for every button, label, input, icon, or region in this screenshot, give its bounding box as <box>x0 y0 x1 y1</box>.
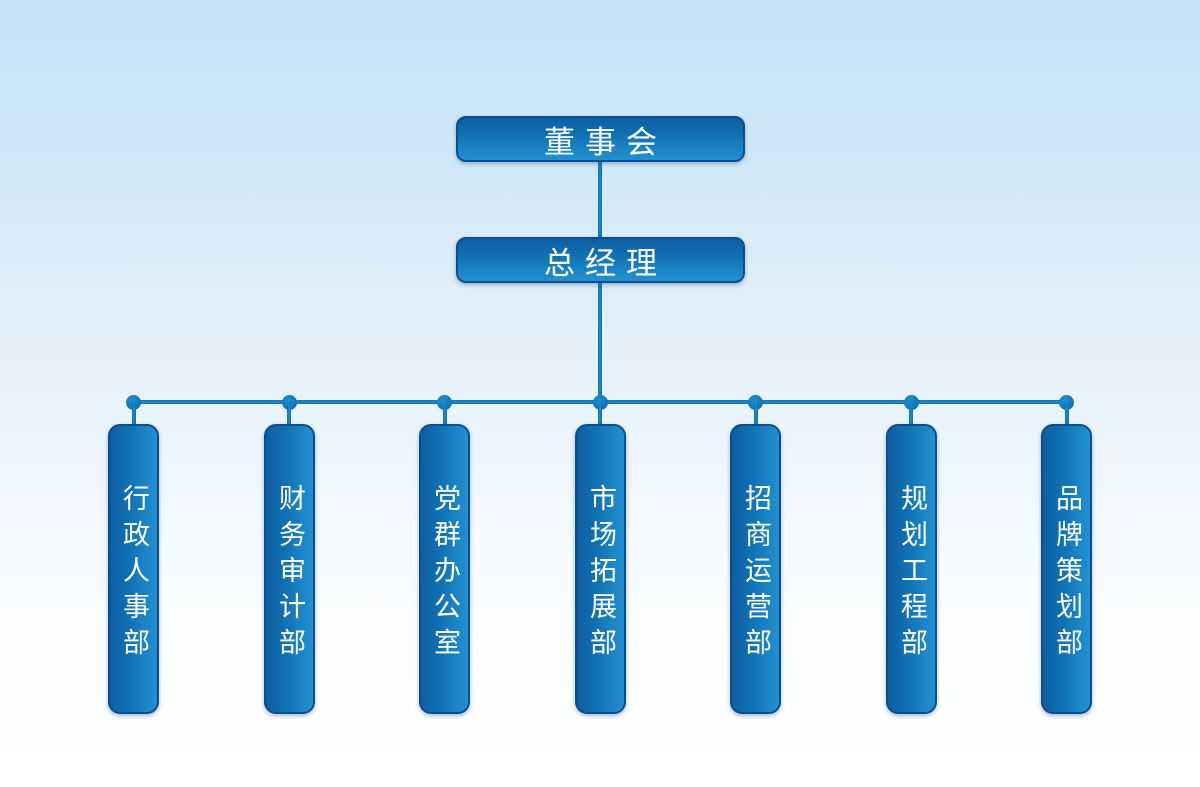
dept-node-investment-operations: 招商运营部 <box>730 424 781 714</box>
org-node-board-label: 董事会 <box>544 124 667 160</box>
org-node-board: 董事会 <box>456 116 745 162</box>
dept-node-planning-engineering: 规划工程部 <box>886 424 937 714</box>
dept-node-admin-hr-label: 行政人事部 <box>119 483 149 664</box>
connector-stub <box>287 402 291 425</box>
connector-stub <box>754 402 758 425</box>
org-node-general-manager: 总经理 <box>456 237 745 283</box>
connector-stub <box>598 402 602 425</box>
dept-node-investment-operations-label: 招商运营部 <box>741 483 771 664</box>
dept-node-finance-audit: 财务审计部 <box>264 424 315 714</box>
dept-node-market-expansion-label: 市场拓展部 <box>586 483 616 664</box>
dept-node-party-office-label: 党群办公室 <box>430 483 460 664</box>
connector-stub <box>909 402 913 425</box>
dept-node-party-office: 党群办公室 <box>419 424 470 714</box>
dept-node-planning-engineering-label: 规划工程部 <box>897 483 927 664</box>
dept-node-market-expansion: 市场拓展部 <box>575 424 626 714</box>
connector-gm-to-bus <box>598 283 602 402</box>
connector-stub <box>443 402 447 425</box>
connector-board-to-gm <box>598 161 602 238</box>
dept-node-brand-planning-label: 品牌策划部 <box>1052 483 1082 664</box>
dept-node-admin-hr: 行政人事部 <box>108 424 159 714</box>
dept-node-brand-planning: 品牌策划部 <box>1041 424 1092 714</box>
connector-stub <box>1065 402 1069 425</box>
connector-stub <box>132 402 136 425</box>
dept-node-finance-audit-label: 财务审计部 <box>275 483 305 664</box>
org-node-general-manager-label: 总经理 <box>544 245 667 281</box>
